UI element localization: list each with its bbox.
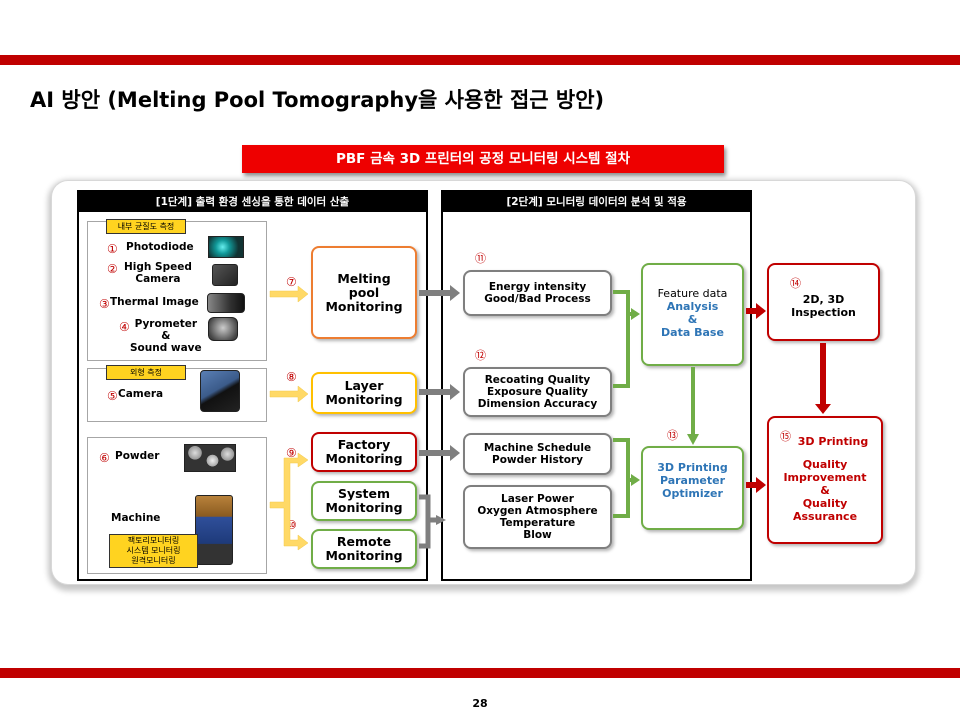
monitor-number-7: ⑦	[286, 275, 297, 289]
feature-data-box: Feature data Analysis & Data Base	[641, 263, 744, 366]
pyrometer-photo	[208, 317, 238, 341]
monitor-number-8: ⑧	[286, 370, 297, 384]
system-monitoring-label: System Monitoring	[325, 486, 403, 515]
arrow-system-remote-to-laser	[419, 494, 438, 549]
remote-monitoring-label: Remote Monitoring	[325, 534, 403, 563]
photodiode-photo	[208, 236, 244, 258]
system-monitoring-box: System Monitoring	[311, 481, 417, 521]
optimizer-line-4: Optimizer	[662, 487, 723, 500]
remote-monitoring-box: Remote Monitoring	[311, 529, 417, 569]
high-speed-camera-photo	[212, 264, 238, 286]
sensor-label-thermal-image: Thermal Image	[110, 296, 199, 308]
quality-line-3: &	[820, 484, 830, 497]
powder-label: Powder	[115, 450, 160, 462]
feature-data-line-2: &	[687, 313, 698, 326]
quality-box: 3D Printing Quality Improvement & Qualit…	[767, 416, 883, 544]
feature-data-line-1: Analysis	[666, 300, 719, 313]
sensor-number-3: ③	[99, 297, 110, 311]
gray-arrows	[419, 285, 460, 549]
inspection-box: 2D, 3D Inspection	[767, 263, 880, 341]
sensor-label-photodiode: Photodiode	[126, 241, 194, 253]
sensor-number-5: ⑤	[107, 389, 118, 403]
optimizer-line-1: 3D Printing	[657, 461, 728, 474]
sensor-number-6: ⑥	[99, 451, 110, 465]
arrow-inspection-to-quality	[815, 343, 831, 414]
factory-monitoring-label: Factory Monitoring	[325, 437, 403, 466]
process-number-15: ⑮	[780, 430, 791, 443]
arrow-schedule-laser-to-optimizer	[613, 438, 632, 518]
quality-title: 3D Printing	[797, 435, 869, 448]
arrow-to-layer	[269, 385, 309, 403]
green-arrows	[613, 290, 695, 518]
layer-monitoring-label: Layer Monitoring	[325, 378, 403, 407]
camera-photo	[200, 370, 240, 412]
slide-title: AI 방안 (Melting Pool Tomography을 사용한 접근 방…	[30, 88, 605, 112]
laser-power-label: Laser Power Oxygen Atmosphere Temperatur…	[477, 493, 598, 541]
quality-line-2: Improvement	[783, 471, 867, 484]
monitor-number-9: ⑨	[286, 446, 297, 460]
quality-line-4: Quality	[802, 497, 848, 510]
stage2-header: [2단계] 모니터링 데이터의 분석 및 적용	[443, 192, 750, 212]
red-arrows	[746, 303, 831, 493]
external-sensing-tag: 외형 측정	[106, 365, 186, 380]
arrow-to-energy	[419, 285, 460, 301]
banner-title: PBF 금속 3D 프린터의 공정 모니터링 시스템 절차	[242, 145, 724, 173]
sensor-label-camera: Camera	[118, 388, 164, 400]
powder-photo	[184, 444, 236, 472]
layer-monitoring-box: Layer Monitoring	[311, 372, 417, 414]
inspection-line-1: 2D, 3D	[802, 293, 845, 306]
arrow-optimizer-to-quality	[746, 477, 766, 493]
recoating-quality-box: Recoating Quality Exposure Quality Dimen…	[463, 367, 612, 417]
sensor-label-high-speed-camera: High Speed Camera	[124, 261, 192, 285]
arrow-feature-to-inspection	[746, 303, 766, 319]
process-number-12: ⑫	[475, 349, 486, 362]
arrow-to-recoating	[419, 384, 460, 400]
quality-line-1: Quality	[802, 458, 848, 471]
energy-intensity-label: Energy intensity Good/Bad Process	[484, 281, 591, 305]
optimizer-line-3: Parameter	[659, 474, 726, 487]
process-number-14: ⑭	[790, 277, 801, 290]
sensor-number-2: ②	[107, 262, 118, 276]
internal-sensing-tag: 내부 균질도 측정	[106, 219, 186, 234]
sensor-label-pyrometer: Pyrometer & Sound wave	[130, 318, 202, 354]
melting-pool-monitoring-box: Melting pool Monitoring	[311, 246, 417, 339]
sensor-number-1: ①	[107, 242, 118, 256]
feature-data-title: Feature data	[657, 287, 728, 300]
arrow-to-schedule	[419, 445, 460, 461]
laser-power-box: Laser Power Oxygen Atmosphere Temperatur…	[463, 485, 612, 549]
factory-monitoring-box: Factory Monitoring	[311, 432, 417, 472]
arrow-machine-branch	[269, 452, 309, 551]
stage1-header: [1단계] 출력 환경 센싱을 통한 데이터 산출	[79, 192, 426, 212]
machine-schedule-label: Machine Schedule Powder History	[483, 442, 592, 466]
page-number: 28	[472, 697, 488, 710]
machine-photo	[195, 495, 233, 565]
monitor-number-10: ⑩	[286, 518, 297, 532]
recoating-quality-label: Recoating Quality Exposure Quality Dimen…	[477, 374, 598, 410]
process-number-11: ⑪	[475, 252, 486, 265]
machine-label: Machine	[111, 512, 161, 524]
top-accent-bar	[0, 55, 960, 65]
melting-pool-monitoring-label: Melting pool Monitoring	[325, 270, 403, 314]
process-number-13: ⑬	[667, 429, 678, 442]
machine-schedule-box: Machine Schedule Powder History	[463, 433, 612, 475]
sensor-number-4: ④	[119, 320, 130, 334]
energy-intensity-box: Energy intensity Good/Bad Process	[463, 270, 612, 316]
bottom-accent-bar	[0, 668, 960, 678]
thermal-camera-photo	[207, 293, 245, 313]
arrow-energy-recoating-to-feature	[613, 290, 632, 388]
machine-monitoring-tag: 팩토리모니터링 시스템 모니터링 원격모니터링	[109, 534, 198, 568]
arrow-to-melting-pool	[269, 285, 309, 303]
feature-data-line-3: Data Base	[661, 326, 724, 339]
parameter-optimizer-box: 3D Printing Parameter Optimizer	[641, 446, 744, 530]
quality-line-5: Assurance	[792, 510, 858, 523]
yellow-arrows	[269, 285, 309, 551]
inspection-line-2: Inspection	[791, 306, 856, 319]
